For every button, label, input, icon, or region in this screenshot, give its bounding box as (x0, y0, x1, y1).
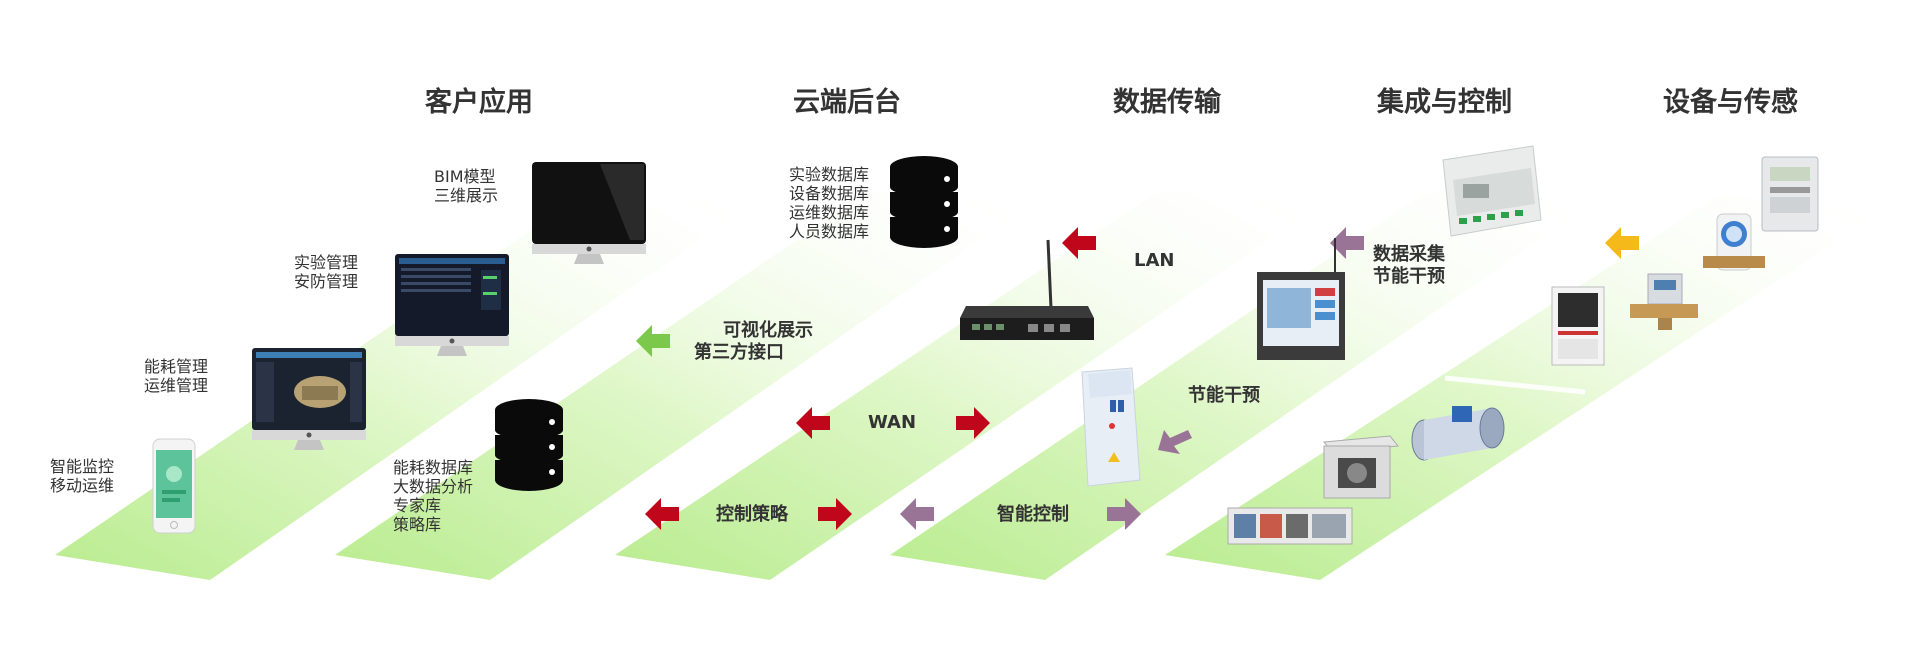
band-transfer (615, 190, 1320, 580)
arrow-left-red-icon (796, 407, 830, 439)
label-visualization: 可视化展示 (723, 320, 813, 341)
band-client (55, 190, 750, 580)
air-valve-icon (1411, 406, 1505, 461)
flow-meter-icon (1630, 273, 1698, 330)
db-list-bottom: 能耗数据库大数据分析 专家库策略库 (393, 458, 474, 534)
desktop-monitor-icon (532, 162, 646, 264)
arrow-right-red-icon (956, 407, 990, 439)
column-title-client: 客户应用 (425, 87, 533, 118)
database-icon (495, 399, 563, 491)
control-cabinet-icon (1081, 367, 1141, 487)
arrow-left-green-icon (636, 325, 670, 357)
label-lab-security: 实验管理安防管理 (294, 253, 359, 291)
band-integration (890, 190, 1590, 580)
arrow-left-purple-icon (900, 498, 934, 530)
label-energy-ops: 能耗管理运维管理 (144, 357, 209, 395)
desktop-monitor-icon (395, 254, 509, 356)
arrow-left-yellow-icon (1605, 227, 1639, 259)
label-lan: LAN (1134, 250, 1175, 271)
air-handler-icon (1227, 507, 1353, 545)
desktop-monitor-icon (252, 348, 366, 450)
label-bim: BIM模型三维展示 (434, 167, 499, 205)
label-data-collect: 数据采集节能干预 (1373, 244, 1445, 287)
arrow-left-purple-icon (1330, 227, 1364, 259)
column-title-transfer: 数据传输 (1113, 87, 1221, 118)
arrow-right-red-icon (818, 498, 852, 530)
router-icon (960, 239, 1094, 340)
arrow-down-left-purple-icon (1158, 430, 1192, 454)
label-control-strategy: 控制策略 (716, 504, 788, 525)
label-energy-intervene: 节能干预 (1188, 385, 1260, 406)
label-mobile: 智能监控移动运维 (50, 457, 115, 495)
lab-fume-hood-icon (1551, 286, 1605, 366)
database-icon (890, 156, 958, 248)
arrow-right-purple-icon (1107, 498, 1141, 530)
label-third-party: 第三方接口 (694, 342, 784, 363)
water-meter-icon (1703, 213, 1765, 271)
db-list-top: 实验数据库设备数据库 运维数据库人员数据库 (789, 165, 870, 241)
column-title-devices: 设备与传感 (1663, 87, 1798, 118)
electric-meter-icon (1761, 156, 1819, 232)
label-smart-control: 智能控制 (997, 504, 1069, 525)
smartphone-icon (152, 438, 196, 534)
arrow-left-red-icon (1062, 227, 1096, 259)
touch-panel-icon (1257, 238, 1345, 360)
column-title-integration: 集成与控制 (1377, 87, 1512, 118)
fan-box-icon (1323, 435, 1399, 499)
label-wan: WAN (868, 412, 917, 433)
arrow-left-red-icon (645, 498, 679, 530)
column-title-cloud: 云端后台 (793, 87, 901, 118)
dinrail-controller-icon (1442, 145, 1542, 237)
